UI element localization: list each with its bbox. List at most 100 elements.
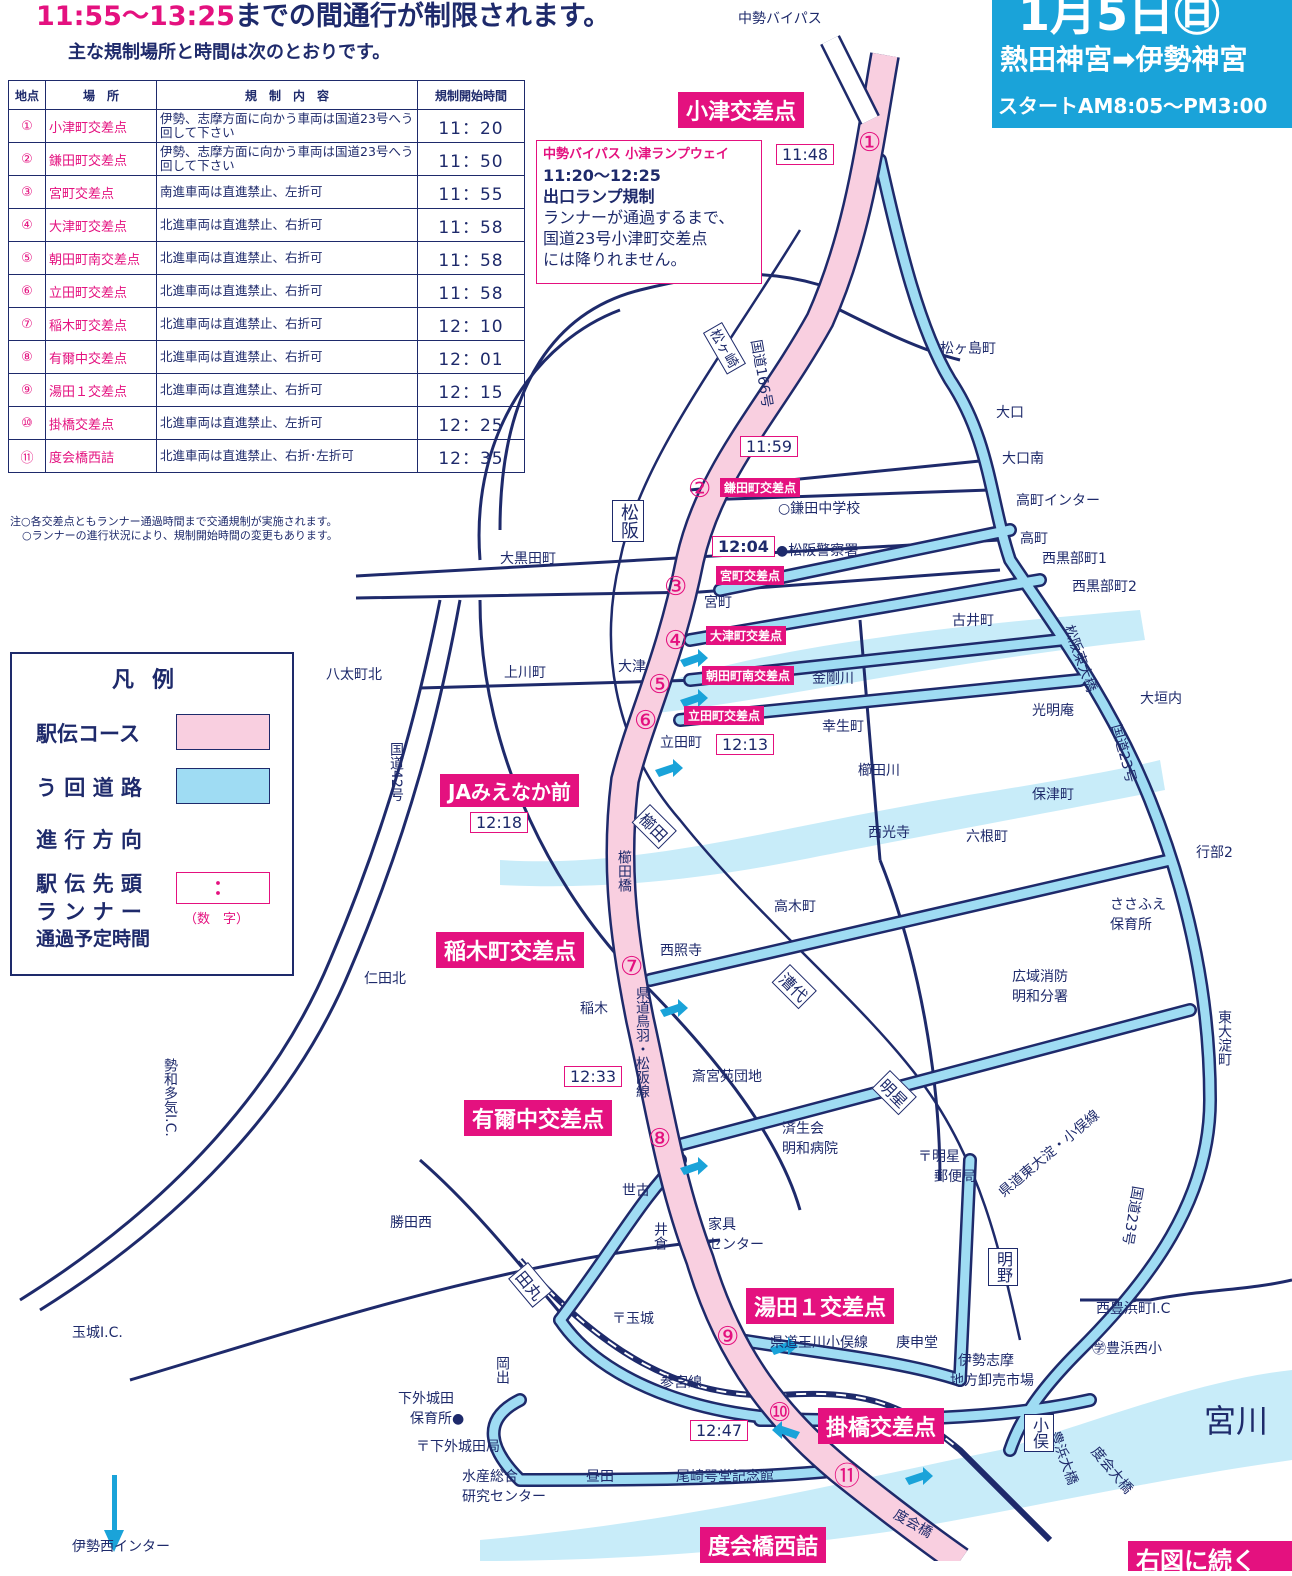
notes: 注○各交差点ともランナー通過時間まで交通規制が実施されます。 ○ランナーの進行状… — [10, 515, 338, 543]
cell-desc: 北進車両は直進禁止、右折可 — [156, 307, 418, 341]
place-higashiyodo: 東大淀町 — [1216, 1010, 1232, 1066]
cell-desc: 南進車両は直進禁止、左折可 — [156, 175, 418, 209]
place-ikura: 井倉 — [652, 1222, 668, 1250]
cell-no: ⑩ — [8, 406, 46, 440]
time-1: 11:48 — [776, 144, 835, 165]
event-start: スタートAM8:05〜PM3:00 — [998, 94, 1268, 118]
marker-10: ⑩ — [768, 1398, 792, 1428]
kushida-river-lower — [500, 760, 1165, 887]
place-suisan-2: 研究センター — [462, 1489, 546, 1505]
cell-desc: 伊勢、志摩方面に向かう車両は国道23号へう回して下さい — [156, 142, 418, 176]
cell-time: 12：35 — [417, 439, 525, 473]
cell-no: ⑥ — [8, 274, 46, 308]
road-kamata2 — [699, 488, 991, 502]
place-kamata-school: ○鎌田中学校 — [778, 501, 861, 517]
place-sasafue-1: ささふえ — [1110, 897, 1166, 913]
callout-text-3: には降りれません。 — [543, 250, 687, 269]
place-otsu: 大津 — [618, 659, 646, 675]
label-ozu: 小津交差点 — [678, 92, 805, 128]
marker-3: ③ — [664, 572, 688, 602]
legend-time-swatch: ： — [176, 872, 270, 904]
cell-time: 12：25 — [417, 406, 525, 440]
place-tamagawa-road: 県道玉川小俣線 — [770, 1335, 868, 1351]
place-tamaki-post: 〒玉城 — [612, 1311, 654, 1327]
place-kendo-toba: 県道鳥羽・松阪線 — [634, 986, 650, 1098]
headline: 11:55〜13:25までの間通行が制限されます。 — [36, 0, 610, 33]
headline-rest: までの間通行が制限されます。 — [234, 1, 611, 32]
label-watarai: 度会橋西詰 — [700, 1527, 827, 1563]
header-time: 規制開始時間 — [417, 80, 525, 110]
marker-6: ⑥ — [634, 706, 658, 736]
marker-8: ⑧ — [648, 1124, 672, 1154]
legend-direction-label: 進 行 方 向 — [36, 828, 142, 852]
cell-no: ⑪ — [8, 439, 46, 473]
place-sasafue-2: 保育所 — [1110, 917, 1152, 933]
place-tamaki-ic: 玉城I.C. — [72, 1325, 123, 1341]
time-5: 12:18 — [470, 812, 529, 833]
place-oroshi-1: 伊勢志摩 — [958, 1353, 1014, 1369]
header-place: 場 所 — [45, 80, 157, 110]
place-inagi: 稲木 — [580, 1001, 608, 1017]
place-saiseikai-2: 明和病院 — [782, 1141, 838, 1157]
cell-time: 11：58 — [417, 208, 525, 242]
label-otsu: 大津町交差点 — [706, 626, 787, 645]
place-furuimachi: 古井町 — [952, 613, 994, 629]
label-inagi: 稲木町交差点 — [436, 932, 585, 968]
legend-detour-swatch — [176, 768, 270, 804]
place-ogaki: 大垣内 — [1140, 691, 1182, 707]
road-sasafue — [1080, 1278, 1292, 1302]
place-nishiteruji: 西照寺 — [660, 943, 702, 959]
place-katsudanishi: 勝田西 — [390, 1215, 432, 1231]
cell-time: 12：01 — [417, 340, 525, 374]
place-kagu-1: 家具 — [708, 1217, 736, 1233]
time-6: 12:33 — [564, 1066, 623, 1087]
legend-course-label: 駅伝コース — [36, 722, 140, 746]
time-2: 11:59 — [740, 436, 799, 457]
label-asada: 朝田町南交差点 — [702, 666, 795, 685]
place-koiki-2: 明和分署 — [1012, 989, 1068, 1005]
event-date: 1月5日㊐ — [1018, 0, 1221, 41]
place-miyagawa: 宮川 — [1204, 1402, 1269, 1440]
cell-time: 11：58 — [417, 274, 525, 308]
cell-place: 大津町交差点 — [45, 208, 157, 242]
callout-time: 11:20〜12:25 — [543, 166, 661, 185]
cell-no: ③ — [8, 175, 46, 209]
label-yuda: 湯田１交差点 — [746, 1288, 895, 1324]
marker-9: ⑨ — [716, 1322, 740, 1352]
place-takagicho: 高木町 — [774, 899, 816, 915]
label-kamata: 鎌田町交差点 — [720, 478, 801, 497]
place-seko: 世古 — [622, 1183, 650, 1199]
place-matsugashima: 松ヶ島町 — [940, 341, 996, 357]
cell-desc: 北進車両は直進禁止、右折可 — [156, 373, 418, 407]
time-3: 12:04 — [712, 536, 775, 557]
cell-no: ⑦ — [8, 307, 46, 341]
note-1: 注○各交差点ともランナー通過時間まで交通規制が実施されます。 — [10, 515, 338, 528]
place-ozaki: 尾崎咢堂記念館 — [676, 1469, 774, 1485]
subheading: 主な規制場所と時間は次のとおりです。 — [68, 42, 391, 63]
place-saiseikai-1: 済生会 — [782, 1121, 824, 1137]
cell-desc: 伊勢、志摩方面に向かう車両は国道23号へう回して下さい — [156, 109, 418, 143]
cell-place: 稲木町交差点 — [45, 307, 157, 341]
place-takamachi: 高町 — [1020, 531, 1048, 547]
place-koiki-1: 広域消防 — [1012, 969, 1068, 985]
place-nishitoyohama-ic: 西豊浜町I.C — [1096, 1301, 1171, 1317]
cell-time: 11：50 — [417, 142, 525, 176]
cell-place: 宮町交差点 — [45, 175, 157, 209]
cell-time: 12：10 — [417, 307, 525, 341]
legend-detour-label: う 回 道 路 — [36, 776, 142, 800]
place-kamikawacho: 上川町 — [504, 665, 546, 681]
cell-place: 鎌田町交差点 — [45, 142, 157, 176]
callout-rule: 出口ランプ規制 — [543, 187, 655, 206]
callout-text-1: ランナーが通過するまで、 — [543, 208, 735, 227]
ramp-callout: 中勢バイパス 小津ランプウェイ 11:20〜12:25 出口ランプ規制 ランナー… — [536, 140, 762, 284]
legend-course-swatch — [176, 714, 270, 750]
